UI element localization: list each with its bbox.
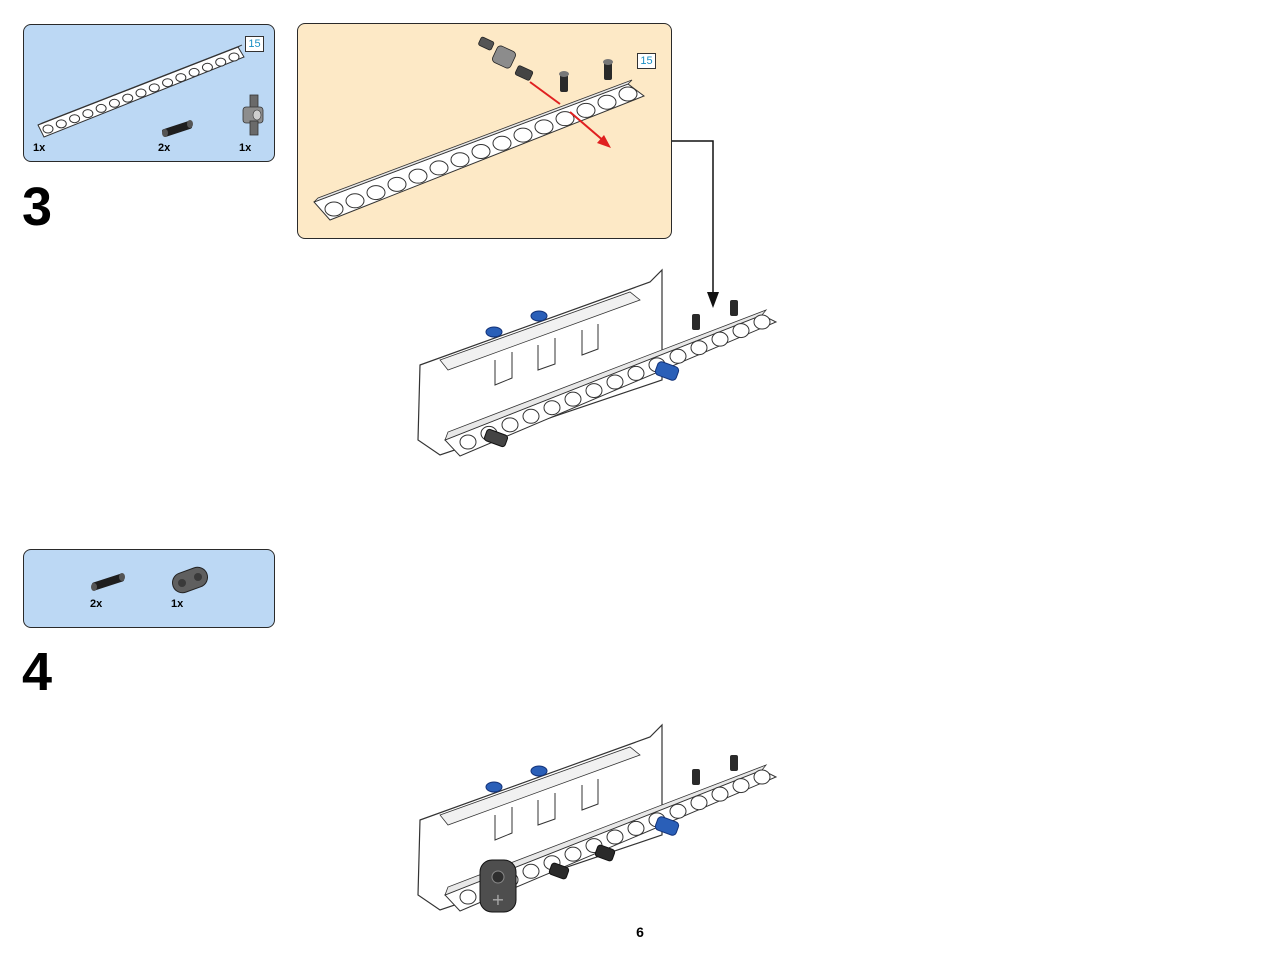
black-pin-part-image [162,120,193,137]
beam-hole [492,135,512,151]
step-number: 4 [22,642,53,702]
beam-hole [429,160,449,176]
beam-hole [564,846,582,862]
step-number: 3 [22,177,53,237]
beam-15-part-image [37,44,264,138]
step3-assembly-model [417,268,778,457]
beam-hole [690,340,708,356]
beam-hole [627,365,645,381]
grey-axle-connector-part-image [242,94,264,136]
beam-hole [606,829,624,845]
beam-hole [345,193,365,209]
part-quantity: 2x [90,598,103,610]
beam-hole [162,78,174,88]
beam-hole [585,383,603,399]
part-quantity: 2x [158,142,171,154]
length-badge: 15 [637,53,656,69]
beam-hole [95,103,107,113]
beam-hole [69,114,81,124]
beam-hole [459,434,477,450]
step4-parts-box: 2x 1x [23,549,275,628]
beam-hole [564,391,582,407]
beam-hole [122,93,134,103]
page-number: 6 [636,924,644,940]
step4-part-images [91,566,209,594]
beam-hole [228,52,240,62]
beam-hole [55,119,67,129]
beam-hole [366,185,386,201]
svg-text:+: + [491,890,504,909]
beam-hole [215,57,227,67]
beam-hole [732,778,750,794]
beam-hole [522,408,540,424]
beam-hole [618,86,638,102]
grey-axle-connector-icon [478,36,534,81]
beam-hole [501,417,519,433]
step4-assembly-model: + [417,723,778,913]
beam-hole [606,374,624,390]
black-pin-part-image [91,573,125,591]
beam-hole [711,331,729,347]
step3-parts-box: 15 1x 2x 1x [23,24,275,162]
beam-hole [450,152,470,168]
beam-hole [135,88,147,98]
beam-hole [459,889,477,905]
beam-hole [543,400,561,416]
part-quantity: 1x [33,142,46,154]
beam-hole [627,820,645,836]
beam-hole [669,348,687,364]
beam-hole [753,314,771,330]
beam-hole [324,201,344,217]
part-quantity: 1x [171,598,184,610]
beam-hole [597,94,617,110]
beam-hole [175,73,187,83]
beam-hole [513,127,533,143]
beam-hole [690,795,708,811]
beam-hole [753,769,771,785]
beam-hole [108,98,120,108]
part-quantity: 1x [239,142,252,154]
length-badge: 15 [245,36,264,52]
beam-hole [471,144,491,159]
beam-hole [82,109,94,119]
beam-hole [576,102,596,118]
beam-hole [387,176,407,192]
beam-hole [188,67,200,77]
beam-hole [148,83,160,93]
sub-assembly-callout: 15 [297,23,672,239]
beam-hole [42,124,54,134]
beam-hole [534,119,554,135]
beam-hole [522,863,540,879]
callout-illustration [313,36,646,221]
dark-grey-liftarm-part-image [171,566,209,594]
beam-hole [669,803,687,819]
beam-hole [555,111,575,127]
beam-hole [732,323,750,339]
beam-hole [711,786,729,802]
beam-hole [408,168,428,184]
beam-hole [201,62,213,72]
